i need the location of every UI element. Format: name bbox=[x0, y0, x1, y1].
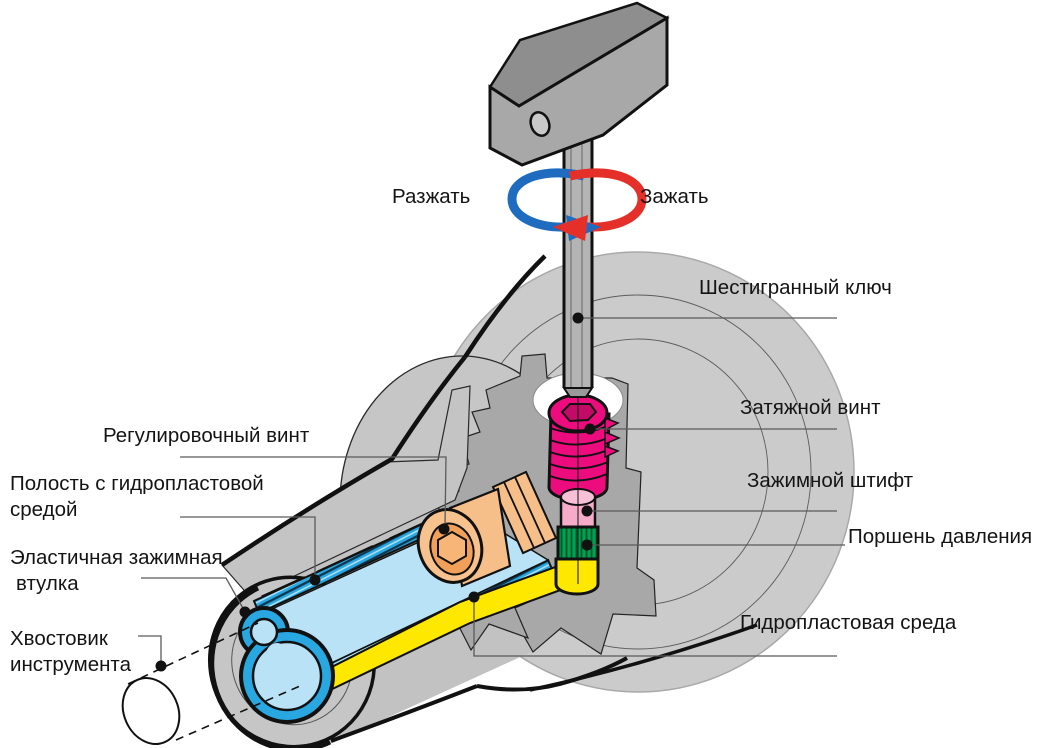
handle-hole bbox=[529, 111, 551, 137]
hex-key-shaft bbox=[562, 140, 594, 398]
label-clamping-pin: Зажимной штифт bbox=[747, 469, 914, 492]
label-shank-line2: инструмента bbox=[10, 653, 131, 676]
label-cavity-line2: средой bbox=[10, 498, 78, 521]
label-hydroplastic-medium: Гидропластовая среда bbox=[740, 611, 957, 634]
rotation-arrows bbox=[507, 168, 647, 241]
label-shank-line1: Хвостовик bbox=[10, 627, 108, 650]
leader-hydroplastic bbox=[473, 599, 837, 657]
cut-step-face bbox=[221, 385, 471, 598]
hex-socket-icon bbox=[437, 530, 467, 566]
label-cavity-line1: Полость с гидропластовой bbox=[10, 472, 264, 495]
leader-shank bbox=[138, 635, 162, 664]
leader-lines bbox=[138, 317, 845, 664]
label-hex-key: Шестигранный ключ bbox=[699, 276, 892, 299]
callout-dots bbox=[155, 312, 596, 672]
hex-key-handle bbox=[488, 1, 670, 167]
adjusting-screw bbox=[416, 470, 558, 588]
leader-adjusting-screw bbox=[180, 456, 447, 528]
label-clamp: Зажать bbox=[640, 185, 709, 208]
rotation-arrow-release-icon bbox=[507, 168, 586, 232]
hex-socket-icon bbox=[560, 403, 598, 423]
tightening-screw bbox=[547, 393, 621, 502]
label-adjusting-screw: Регулировочный винт bbox=[103, 424, 310, 447]
leader-sleeve bbox=[141, 577, 245, 611]
hydroplastic-cylinder bbox=[554, 557, 600, 596]
elastic-sleeve-front bbox=[238, 606, 335, 724]
label-pressure-piston: Поршень давления bbox=[848, 525, 1033, 548]
label-tightening-screw: Затяжной винт bbox=[740, 396, 881, 419]
rotation-arrow-clamp-icon bbox=[568, 168, 647, 232]
label-release: Разжать bbox=[392, 185, 471, 208]
body-silhouette-edges bbox=[209, 254, 758, 748]
tool-shank bbox=[121, 622, 301, 745]
label-sleeve-line1: Эластичная зажимная bbox=[10, 546, 223, 569]
label-sleeve-line2: втулка bbox=[16, 572, 79, 595]
leader-cavity bbox=[180, 516, 316, 578]
